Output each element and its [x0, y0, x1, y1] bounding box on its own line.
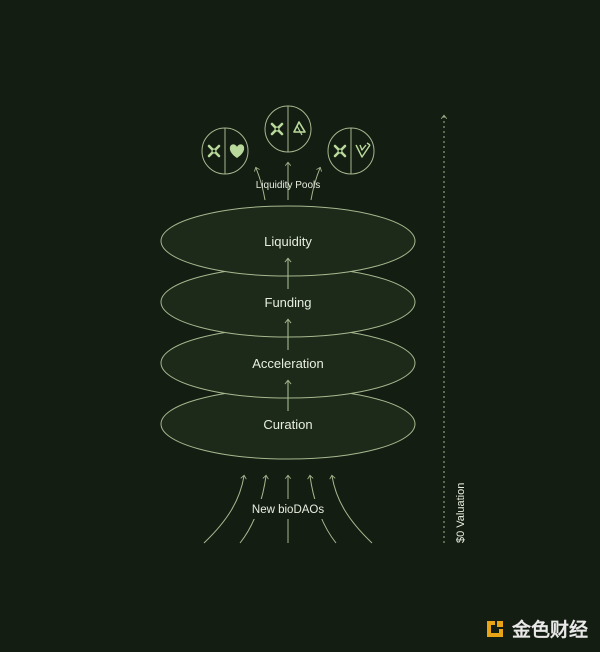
brand-logo-icon [486, 620, 503, 637]
valuation-axis: $0 Valuation [440, 114, 467, 543]
valuation-axis-label: $0 Valuation [455, 483, 467, 543]
layer-curation: Curation [160, 388, 416, 460]
pool-left [201, 127, 249, 175]
watermark-text: 金色财经 [511, 619, 588, 641]
layer-label-acceleration: Acceleration [252, 356, 324, 371]
heart-blob-icon [229, 144, 245, 158]
layer-liquidity: Liquidity [160, 205, 416, 277]
layer-label-liquidity: Liquidity [264, 234, 312, 249]
leaf-shape-icon [355, 142, 371, 158]
label-backdrop [240, 499, 336, 519]
layer-funding: Funding [160, 266, 416, 338]
new-biodaos-label: New bioDAOs [252, 504, 324, 516]
liquidity-pools-label: Liquidity Pools [256, 180, 320, 191]
layer-label-curation: Curation [263, 417, 312, 432]
recycle-loop-icon [293, 121, 306, 136]
cross-knot-icon [333, 144, 347, 158]
layer-label-funding: Funding [265, 295, 312, 310]
layer-acceleration: Acceleration [160, 327, 416, 399]
cross-knot-icon [207, 144, 221, 158]
pool-right [327, 127, 375, 175]
pool-center [264, 105, 312, 153]
watermark: 金色财经 [484, 615, 588, 642]
cross-knot-icon [270, 122, 284, 136]
pool-arrows [254, 161, 322, 201]
